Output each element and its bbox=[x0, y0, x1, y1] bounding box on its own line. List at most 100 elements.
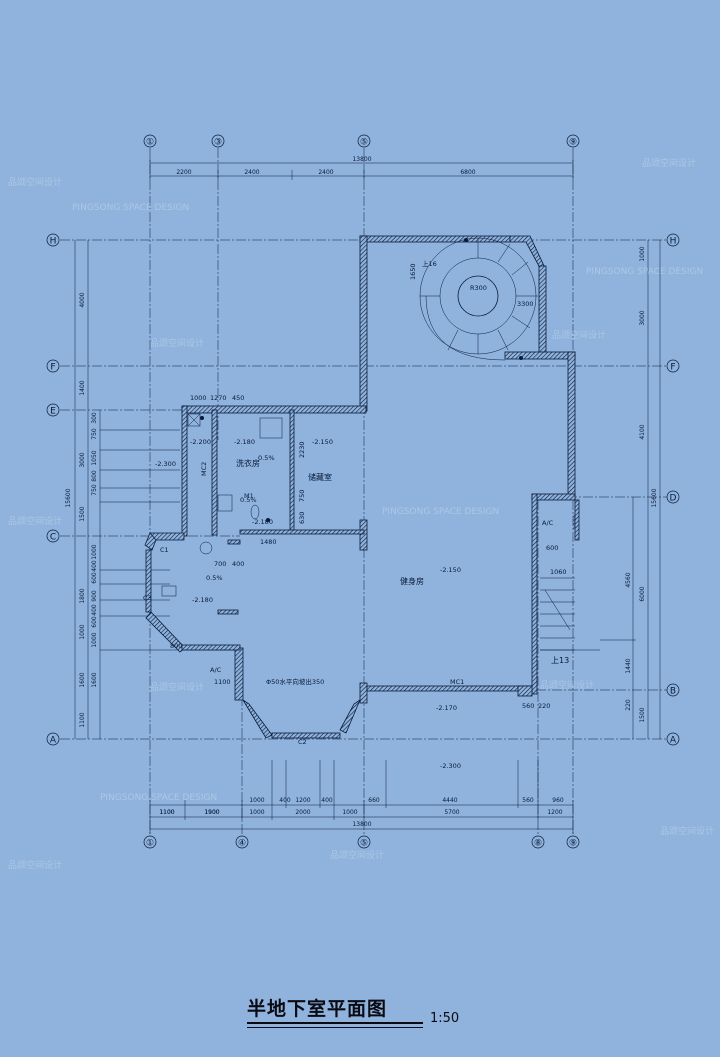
dim-left-inner: 800 bbox=[91, 470, 98, 482]
pipe-note-text: Φ50水平向坡出350 bbox=[266, 677, 324, 686]
dim-right-inner: 4560 bbox=[625, 572, 632, 587]
drawing-scale: 1:50 bbox=[430, 1011, 460, 1026]
dim-top-total: 13800 bbox=[352, 156, 371, 163]
dim-bottom-total: 13800 bbox=[352, 821, 371, 828]
dim-left-inner: 400 bbox=[91, 604, 98, 616]
dimension-bottom: 1100 1900 1000 400 1200 400 660 4440 560… bbox=[149, 760, 574, 834]
dim-label: 800 bbox=[170, 642, 182, 650]
watermark: 品颂空间设计 bbox=[660, 825, 714, 837]
dim-bottom-r1: 1000 bbox=[249, 797, 264, 804]
dim-right-outer: 4100 bbox=[639, 424, 646, 439]
title-underline-thick bbox=[247, 1022, 423, 1024]
dim-bottom-r1: 4440 bbox=[442, 797, 457, 804]
axis-top-9: ⑨ bbox=[569, 138, 577, 148]
room-storage: 储藏室 bbox=[308, 472, 332, 482]
axis-left-f: F bbox=[50, 363, 55, 373]
watermark: 品颂空间设计 bbox=[330, 849, 384, 861]
level-mark: -2.150 bbox=[312, 438, 333, 446]
dim-bottom-r1: 660 bbox=[368, 797, 380, 804]
dim-right-outer: 1000 bbox=[639, 246, 646, 261]
dim-bottom-r1: 560 bbox=[522, 797, 534, 804]
dim-left-outer: 1500 bbox=[79, 506, 86, 521]
dim-right-inner: 1440 bbox=[625, 658, 632, 673]
dim-bottom-r2: 2000 bbox=[295, 809, 310, 816]
level-mark: -2.180 bbox=[234, 438, 255, 446]
axis-bubbles-top: ① ③ ⑤ ⑨ bbox=[143, 134, 580, 148]
door-m1: M1 bbox=[244, 492, 254, 500]
ac-2: A/C bbox=[210, 666, 222, 674]
dim-left-outer: 1100 bbox=[79, 712, 86, 727]
axis-bottom-9: ⑨ bbox=[569, 839, 577, 849]
watermark: PINGSONG SPACE DESIGN bbox=[100, 793, 217, 803]
axis-left-h: H bbox=[50, 237, 57, 247]
level-mark: -2.200 bbox=[190, 438, 211, 446]
fixtures bbox=[161, 238, 523, 597]
axis-right-d: D bbox=[670, 494, 677, 504]
dim-right-outer: 6000 bbox=[639, 586, 646, 601]
level-mark: -2.180 bbox=[192, 596, 213, 604]
dimension-top: 13800 2200 2400 2400 6800 bbox=[149, 156, 574, 180]
dim-left-inner: 400 bbox=[91, 560, 98, 572]
watermark: 品颂空间设计 bbox=[8, 515, 62, 527]
dim-bottom-r1: 400 bbox=[279, 797, 291, 804]
dim-bottom-r2: 1900 bbox=[204, 809, 219, 816]
level-mark: -2.150 bbox=[440, 566, 461, 574]
dim-bottom-r2: 1100 bbox=[159, 809, 174, 816]
axis-bottom-8: ⑧ bbox=[534, 839, 542, 849]
dim-left-outer: 4000 bbox=[79, 292, 86, 307]
dim-label: 700 bbox=[214, 560, 226, 568]
dim-right-total: 15600 bbox=[651, 488, 658, 507]
watermark: 品颂空间设计 bbox=[540, 679, 594, 691]
dim-bottom-r2: 1000 bbox=[249, 809, 264, 816]
dim-left-inner: 600 bbox=[91, 572, 98, 584]
watermark: 品颂空间设计 bbox=[150, 681, 204, 693]
dim-right-outer: 1500 bbox=[639, 707, 646, 722]
dim-label: 1000 bbox=[190, 394, 207, 402]
axis-right-b: B bbox=[670, 687, 676, 697]
dim-label: 560 bbox=[522, 702, 534, 710]
dim-left-outer: 1600 bbox=[79, 672, 86, 687]
spiral-1650: 1650 bbox=[409, 263, 417, 280]
axis-grid-lines bbox=[60, 148, 675, 835]
room-labels: 洗衣房 储藏室 健身房 bbox=[236, 458, 424, 586]
room-gym: 健身房 bbox=[400, 576, 424, 586]
door-mc1: MC1 bbox=[450, 678, 464, 686]
watermark: 品颂空间设计 bbox=[8, 859, 62, 871]
level-mark: -2.300 bbox=[440, 762, 461, 770]
door-mc2: MC2 bbox=[200, 462, 208, 476]
dim-bottom-r2: 5700 bbox=[444, 809, 459, 816]
dim-label: 1060 bbox=[550, 568, 567, 576]
dim-bottom-r1: 400 bbox=[321, 797, 333, 804]
watermark: PINGSONG SPACE DESIGN bbox=[586, 267, 703, 277]
dim-left-outer: 1000 bbox=[79, 624, 86, 639]
dim-left-inner: 1600 bbox=[91, 672, 98, 687]
dim-bottom-r1: 1900 bbox=[204, 809, 219, 816]
stair-up-label: 上13 bbox=[551, 656, 569, 665]
axis-top-1: ① bbox=[146, 138, 154, 148]
dimension-left: 15600 4000 1400 3000 1500 1800 1000 1600… bbox=[65, 240, 240, 739]
axis-right-a: A bbox=[670, 736, 677, 746]
axis-top-3: ③ bbox=[214, 138, 222, 148]
axis-top-5: ⑤ bbox=[360, 138, 368, 148]
watermark: 品颂空间设计 bbox=[642, 157, 696, 169]
dim-bottom-r1: 1200 bbox=[295, 797, 310, 804]
dim-top-seg: 6800 bbox=[460, 169, 475, 176]
dim-label: 220 bbox=[538, 702, 550, 710]
dim-left-inner: 600 bbox=[91, 616, 98, 628]
drawing-title-block: 半地下室平面图 bbox=[247, 994, 387, 1021]
dim-label: 400 bbox=[232, 560, 244, 568]
dim-label: 600 bbox=[546, 544, 558, 552]
dim-left-inner: 900 bbox=[91, 590, 98, 602]
axis-right-h: H bbox=[670, 237, 677, 247]
slope-mark: 0.5% bbox=[258, 454, 275, 462]
dim-left-inner: 1000 bbox=[91, 632, 98, 647]
dim-left-inner: 1000 bbox=[91, 544, 98, 559]
dim-bottom-r2: 1200 bbox=[547, 809, 562, 816]
straight-stair: 上13 bbox=[540, 577, 575, 665]
axis-left-c: C bbox=[50, 533, 56, 543]
axis-bottom-4: ④ bbox=[238, 839, 246, 849]
axis-right-f: F bbox=[670, 363, 675, 373]
axis-bubbles-right: H F D B A bbox=[666, 233, 680, 746]
dim-left-inner: 750 bbox=[91, 484, 98, 496]
